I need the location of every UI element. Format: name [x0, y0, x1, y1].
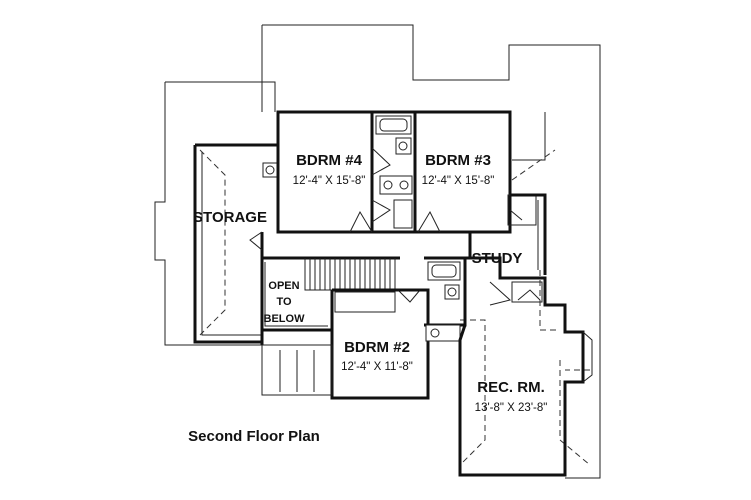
- rec-room-label: REC. RM.: [477, 379, 545, 396]
- bedroom-2-label: BDRM #2: [344, 339, 410, 356]
- roof-outline: [154, 24, 601, 479]
- bedroom-4-walls: [276, 110, 374, 234]
- study-label: STUDY: [472, 250, 523, 267]
- bedroom-3-walls: [415, 110, 537, 234]
- jack-and-jill-bath: [371, 110, 417, 234]
- bedroom-4-label: BDRM #4: [296, 152, 363, 169]
- bedroom-4-dims: 12'-4" X 15'-8": [293, 175, 366, 187]
- roof-hip-lines: [199, 149, 591, 466]
- plan-title: Second Floor Plan: [188, 428, 320, 445]
- bedroom-2-dims: 12'-4" X 11'-8": [341, 361, 413, 373]
- open-to-below-line1: OPEN: [268, 280, 299, 292]
- storage-label: STORAGE: [193, 209, 267, 226]
- open-to-below-line2: TO: [276, 296, 292, 308]
- bedroom-3-dims: 12'-4" X 15'-8": [422, 175, 495, 187]
- lower-porch: [261, 344, 333, 396]
- bedroom-2-walls: [330, 288, 430, 400]
- hall-bath: [424, 256, 467, 342]
- rec-room-walls: [458, 256, 593, 477]
- hall-closet: [510, 193, 547, 275]
- rec-room-dims: 13'-8" X 23'-8": [475, 402, 548, 414]
- bedroom-3-label: BDRM #3: [425, 152, 491, 169]
- open-to-below-line3: BELOW: [264, 313, 306, 325]
- open-to-below-area: [260, 258, 332, 332]
- stairs: [304, 258, 400, 291]
